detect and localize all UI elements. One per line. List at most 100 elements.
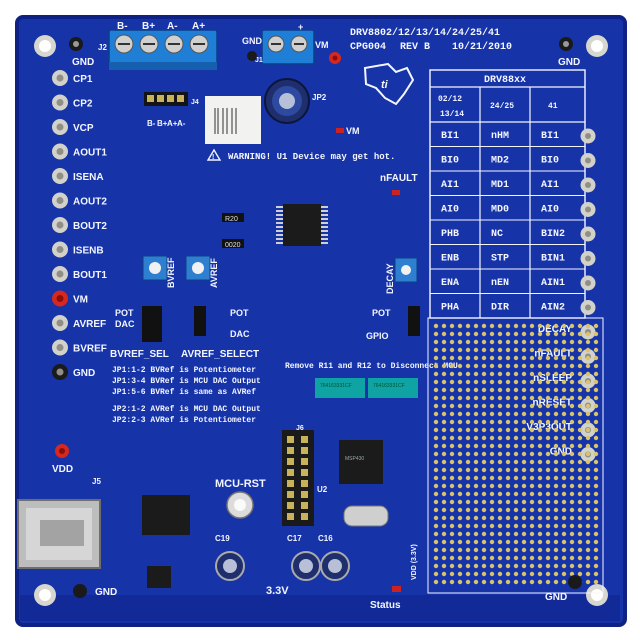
jumper-note: JP2:2-3 AVRef is Potentiometer bbox=[112, 416, 256, 425]
pin-table-cell: BI1 bbox=[441, 131, 459, 142]
avref-select-label: AVREF_SELECT bbox=[181, 349, 259, 360]
prototyping-grid bbox=[427, 317, 604, 594]
left-pin-label: VM bbox=[73, 295, 88, 306]
power-header-label: A+ bbox=[192, 21, 205, 32]
remove-note: Remove R11 and R12 to Disconnect MCU bbox=[285, 362, 458, 371]
right-signal-label: nRESET bbox=[533, 398, 572, 409]
designator-j2: J2 bbox=[98, 43, 107, 52]
power-header-label: B- bbox=[117, 21, 128, 32]
terminal-screw-icon bbox=[164, 34, 184, 54]
nfault-led-label: nFAULT bbox=[380, 173, 418, 184]
gnd-label-top-left: GND bbox=[72, 57, 94, 68]
header-j6 bbox=[282, 430, 314, 526]
test-point-icon bbox=[580, 202, 596, 217]
designator-j4: J4 bbox=[191, 99, 199, 106]
voltage-label: 3.3V bbox=[266, 585, 289, 597]
regulator-chip bbox=[147, 566, 171, 588]
left-pin-label: CP2 bbox=[73, 99, 93, 110]
pin-table-col-2: 41 bbox=[548, 102, 558, 111]
mcu-marking: MSP430 bbox=[345, 456, 364, 462]
pin-table-col-0-line-2: 13/14 bbox=[440, 110, 464, 119]
test-point-icon bbox=[580, 300, 596, 315]
right-signal-label: V3P3OUT bbox=[526, 422, 572, 433]
designator-c19: C17 bbox=[287, 534, 302, 543]
designator-j1: J1 bbox=[255, 57, 263, 64]
test-point-icon bbox=[580, 153, 596, 168]
r10-code: 0020 bbox=[225, 242, 241, 249]
pin-table-cell: AI1 bbox=[441, 180, 459, 191]
decay-vertical-label: DECAY bbox=[385, 263, 395, 294]
resistor-array-r12 bbox=[368, 378, 418, 398]
pin-table-cell: STP bbox=[491, 254, 509, 265]
pin-table-cell: PHA bbox=[441, 303, 459, 314]
left-pin-label: VCP bbox=[73, 123, 94, 134]
jumper-pot2-label: POT bbox=[230, 308, 249, 318]
j1-gnd-label: GND bbox=[242, 36, 263, 46]
jumper-jp2 bbox=[194, 306, 206, 336]
gnd-label-bottom-left: GND bbox=[95, 587, 117, 598]
jumper-gpio-label: GPIO bbox=[366, 331, 389, 341]
jumper-pot3-label: POT bbox=[372, 308, 391, 318]
test-point-icon bbox=[329, 52, 341, 64]
r11-code: 764163331CF bbox=[320, 383, 352, 389]
pin-table-cell: PHB bbox=[441, 229, 459, 240]
mounting-hole-icon bbox=[586, 35, 608, 57]
test-point-icon bbox=[52, 119, 68, 135]
led-d4 bbox=[392, 190, 400, 195]
pin-table-cell: ENB bbox=[441, 254, 459, 265]
reset-button-s1[interactable] bbox=[226, 491, 254, 519]
left-pin-label: BOUT1 bbox=[73, 270, 107, 281]
pin-table-cell: BIN2 bbox=[541, 229, 565, 240]
test-point-icon bbox=[247, 51, 257, 61]
led-d2 bbox=[392, 586, 401, 592]
terminal-screw-icon bbox=[114, 34, 134, 54]
pin-table-col-1: 24/25 bbox=[490, 102, 514, 111]
jumper-note: JP1:5-6 BVRef is same as AVRef bbox=[112, 388, 256, 397]
left-pin-label: AOUT2 bbox=[73, 197, 107, 208]
test-point-icon bbox=[52, 192, 68, 209]
pin-table-col-0-line-1: 02/12 bbox=[438, 95, 462, 104]
pcb-lower-strip bbox=[20, 595, 620, 621]
left-pin-label: ISENB bbox=[73, 246, 104, 257]
test-point-icon bbox=[73, 584, 87, 598]
power-header-label: A- bbox=[167, 21, 178, 32]
right-signal-label: GND bbox=[550, 447, 572, 458]
resistor-r20 bbox=[222, 213, 244, 222]
terminal-screw-icon bbox=[139, 34, 159, 54]
test-point-icon bbox=[55, 444, 69, 458]
electrolytic-capacitor-c17 bbox=[320, 551, 350, 581]
right-signal-label: nFAULT bbox=[534, 349, 572, 360]
j4-label: A+ bbox=[167, 119, 178, 128]
r12-code: 764163331CF bbox=[373, 383, 405, 389]
test-point-icon bbox=[580, 226, 596, 242]
pin-table-cell: BIN1 bbox=[541, 254, 565, 265]
designator-j5: J5 bbox=[92, 477, 101, 486]
vdd-33-label: VDD (3.3V) bbox=[411, 544, 418, 580]
terminal-screw-icon bbox=[267, 35, 285, 53]
pin-table-cell: BI0 bbox=[441, 156, 459, 167]
test-point-icon bbox=[580, 251, 596, 266]
jumper-dac2-label: DAC bbox=[230, 329, 250, 339]
test-point-icon bbox=[568, 575, 582, 589]
header-j4 bbox=[144, 92, 188, 106]
test-point-icon bbox=[52, 70, 68, 86]
pin-table-cell: NC bbox=[491, 229, 503, 240]
right-test-point-column bbox=[580, 128, 596, 462]
designator-c21: C19 bbox=[215, 534, 230, 543]
ti-logo-icon: ti bbox=[363, 62, 415, 106]
pin-table-cell: MD2 bbox=[491, 156, 509, 167]
led-d1 bbox=[336, 128, 344, 133]
driver-ic-u1 bbox=[276, 204, 328, 246]
mounting-hole-icon bbox=[586, 584, 608, 606]
warning-triangle-icon: ! bbox=[206, 148, 222, 161]
mounting-hole-icon bbox=[34, 584, 56, 606]
jumper-note: JP1:3-4 BVRef is MCU DAC Output bbox=[112, 377, 261, 386]
j1-plus-label: + bbox=[298, 22, 303, 32]
right-signal-label: DECAY bbox=[538, 324, 572, 335]
j4-label: B+ bbox=[157, 119, 168, 128]
board-title: DRV8802/12/13/14/24/25/41 bbox=[350, 27, 500, 39]
pin-table-cell: ENA bbox=[441, 278, 459, 289]
